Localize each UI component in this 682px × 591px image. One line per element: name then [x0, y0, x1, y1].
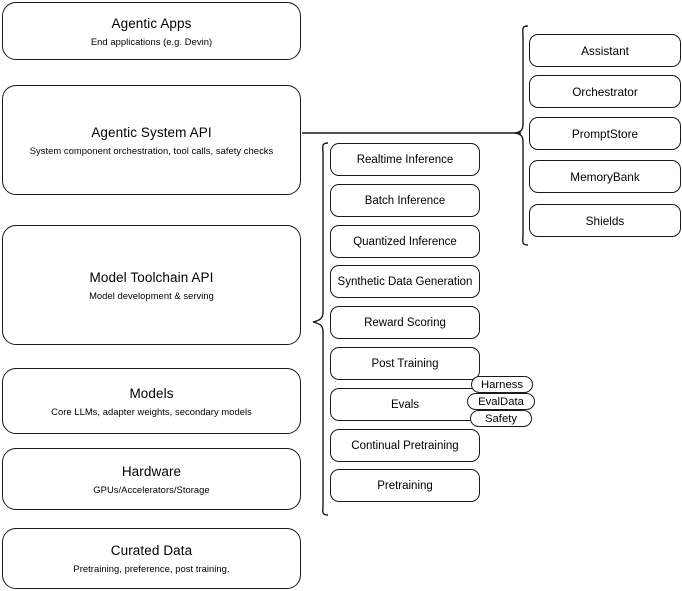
component-label: PromptStore: [571, 126, 639, 141]
layer-hardware[interactable]: Hardware GPUs/Accelerators/Storage: [2, 448, 301, 510]
layer-agentic-apps[interactable]: Agentic Apps End applications (e.g. Devi…: [2, 2, 301, 60]
component-label: Shields: [585, 213, 625, 228]
component-label: Post Training: [371, 357, 439, 370]
component-pretraining[interactable]: Pretraining: [330, 469, 480, 502]
component-realtime-inference[interactable]: Realtime Inference: [330, 143, 480, 176]
component-label: Reward Scoring: [364, 316, 446, 329]
component-label: Quantized Inference: [353, 235, 457, 248]
layer-title: Hardware: [121, 463, 182, 479]
layer-subtitle: Model development & serving: [89, 289, 214, 301]
component-label: Continual Pretraining: [351, 439, 459, 452]
brace-toolchain-components: [312, 142, 329, 516]
layer-subtitle: System component orchestration, tool cal…: [29, 144, 274, 156]
component-assistant[interactable]: Assistant: [529, 34, 681, 67]
component-orchestrator[interactable]: Orchestrator: [529, 75, 681, 108]
subcomponent-harness[interactable]: Harness: [471, 376, 533, 393]
layer-title: Agentic System API: [91, 124, 212, 140]
component-continual-pretraining[interactable]: Continual Pretraining: [330, 429, 480, 462]
layer-subtitle: GPUs/Accelerators/Storage: [93, 483, 210, 495]
component-label: Pretraining: [377, 479, 433, 492]
component-batch-inference[interactable]: Batch Inference: [330, 184, 480, 217]
subcomponent-label: Harness: [480, 378, 524, 391]
component-memorybank[interactable]: MemoryBank: [529, 160, 681, 193]
subcomponent-label: EvalData: [478, 395, 524, 408]
component-post-training[interactable]: Post Training: [330, 347, 480, 380]
layer-subtitle: End applications (e.g. Devin): [90, 35, 213, 47]
layer-model-toolchain-api[interactable]: Model Toolchain API Model development & …: [2, 225, 301, 345]
component-promptstore[interactable]: PromptStore: [529, 117, 681, 150]
layer-subtitle: Pretraining, preference, post training.: [73, 563, 230, 574]
brace-agentic-components: [514, 25, 529, 246]
subcomponent-evaldata[interactable]: EvalData: [467, 393, 535, 410]
component-reward-scoring[interactable]: Reward Scoring: [330, 306, 480, 339]
component-shields[interactable]: Shields: [529, 204, 681, 237]
layer-title: Agentic Apps: [111, 15, 192, 31]
layer-subtitle: Core LLMs, adapter weights, secondary mo…: [51, 405, 252, 417]
layer-title: Models: [129, 385, 174, 401]
component-evals[interactable]: Evals: [330, 388, 480, 421]
component-label: MemoryBank: [570, 169, 640, 184]
component-synthetic-data-generation[interactable]: Synthetic Data Generation: [330, 265, 480, 298]
component-label: Synthetic Data Generation: [337, 275, 473, 288]
component-label: Batch Inference: [364, 194, 446, 207]
layer-agentic-system-api[interactable]: Agentic System API System component orch…: [2, 85, 301, 195]
subcomponent-safety[interactable]: Safety: [470, 410, 532, 427]
component-label: Evals: [390, 398, 420, 411]
subcomponent-label: Safety: [484, 412, 518, 425]
component-label: Orchestrator: [572, 84, 638, 99]
layer-title: Curated Data: [110, 543, 193, 558]
component-label: Realtime Inference: [356, 153, 454, 166]
layer-curated-data[interactable]: Curated Data Pretraining, preference, po…: [2, 528, 301, 589]
layer-models[interactable]: Models Core LLMs, adapter weights, secon…: [2, 368, 301, 434]
layer-title: Model Toolchain API: [89, 269, 214, 285]
component-quantized-inference[interactable]: Quantized Inference: [330, 225, 480, 258]
component-label: Assistant: [581, 43, 629, 58]
